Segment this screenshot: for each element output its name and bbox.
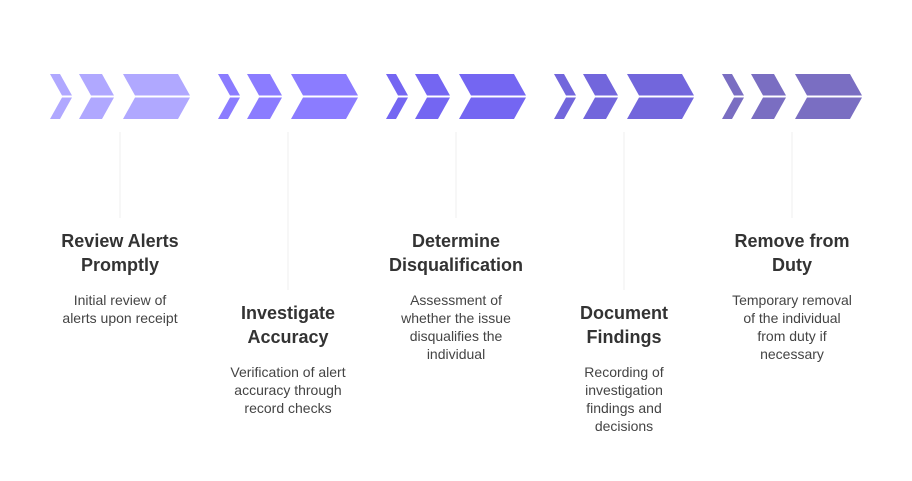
step-desc-line: findings and xyxy=(586,400,662,416)
chevron-upper-half xyxy=(751,74,786,96)
chevron-lower-half xyxy=(291,97,358,119)
chevron-upper-half xyxy=(291,74,358,96)
step-title: Determine Disqualification xyxy=(376,229,536,277)
step-document-findings: Document Findings Recording of investiga… xyxy=(544,301,704,435)
chevron-arrow-review xyxy=(50,74,190,119)
chevron-arrow-investigate xyxy=(218,74,358,119)
step-description: Recording of investigation findings and … xyxy=(544,363,704,435)
step-desc-line: Initial review of xyxy=(73,292,167,308)
step-determine-disqualification: Determine Disqualification Assessment of… xyxy=(376,229,536,363)
chevron-upper-half xyxy=(795,74,862,96)
step-title-line: Duty xyxy=(772,255,812,275)
chevron-upper-half xyxy=(459,74,526,96)
step-title: Document Findings xyxy=(544,301,704,349)
step-remove-from-duty: Remove from Duty Temporary removal of th… xyxy=(712,229,872,363)
chevron-lower-half xyxy=(722,97,744,119)
chevron-arrow-remove xyxy=(722,74,862,119)
step-desc-line: disqualifies the xyxy=(409,328,503,344)
chevron-lower-half xyxy=(554,97,576,119)
step-desc-line: alerts upon receipt xyxy=(62,310,178,326)
step-desc-line: individual xyxy=(426,346,486,362)
chevron-lower-half xyxy=(627,97,694,119)
chevron-upper-half xyxy=(218,74,240,96)
chevron-lower-half xyxy=(79,97,114,119)
chevron-upper-half xyxy=(415,74,450,96)
chevron-upper-half xyxy=(50,74,72,96)
step-title-line: Determine xyxy=(411,231,501,251)
step-title: Investigate Accuracy xyxy=(208,301,368,349)
step-title: Review Alerts Promptly xyxy=(40,229,200,277)
step-desc-line: of the individual xyxy=(743,310,841,326)
chevron-lower-half xyxy=(459,97,526,119)
step-desc-line: record checks xyxy=(244,400,332,416)
step-title-line: Review Alerts xyxy=(61,231,179,251)
step-title-line: Findings xyxy=(586,327,662,347)
step-investigate-accuracy: Investigate Accuracy Verification of ale… xyxy=(208,301,368,417)
step-desc-line: Temporary removal xyxy=(732,292,852,308)
step-description: Temporary removal of the individual from… xyxy=(712,291,872,363)
chevron-arrow-document xyxy=(554,74,694,119)
chevron-lower-half xyxy=(415,97,450,119)
step-title-line: Document xyxy=(579,303,668,323)
step-description: Verification of alert accuracy through r… xyxy=(208,363,368,417)
chevron-lower-half xyxy=(247,97,282,119)
step-desc-line: Verification of alert xyxy=(230,364,346,380)
chevron-upper-half xyxy=(123,74,190,96)
step-desc-line: Recording of xyxy=(584,364,664,380)
step-title-line: Accuracy xyxy=(247,327,329,347)
step-title-line: Investigate xyxy=(240,303,336,323)
chevron-upper-half xyxy=(627,74,694,96)
connector-lines xyxy=(119,132,793,290)
step-title-line: Disqualification xyxy=(388,255,523,275)
chevron-upper-half xyxy=(79,74,114,96)
chevron-lower-half xyxy=(218,97,240,119)
chevron-lower-half xyxy=(583,97,618,119)
chevron-upper-half xyxy=(386,74,408,96)
step-desc-line: Assessment of xyxy=(410,292,502,308)
chevron-upper-half xyxy=(554,74,576,96)
chevron-lower-half xyxy=(123,97,190,119)
step-description: Initial review of alerts upon receipt xyxy=(40,291,200,327)
step-desc-line: necessary xyxy=(760,346,824,362)
chevron-upper-half xyxy=(583,74,618,96)
chevron-lower-half xyxy=(386,97,408,119)
chevron-arrow-determine xyxy=(386,74,526,119)
step-description: Assessment of whether the issue disquali… xyxy=(376,291,536,363)
step-desc-line: whether the issue xyxy=(401,310,511,326)
step-desc-line: accuracy through xyxy=(234,382,342,398)
step-title-line: Remove from xyxy=(734,231,850,251)
chevron-upper-half xyxy=(722,74,744,96)
step-review-alerts: Review Alerts Promptly Initial review of… xyxy=(40,229,200,327)
step-title-line: Promptly xyxy=(80,255,159,275)
chevron-lower-half xyxy=(50,97,72,119)
chevron-arrows xyxy=(50,74,862,119)
step-desc-line: from duty if xyxy=(757,328,827,344)
step-desc-line: investigation xyxy=(585,382,663,398)
chevron-lower-half xyxy=(751,97,786,119)
step-desc-line: decisions xyxy=(594,418,654,434)
chevron-upper-half xyxy=(247,74,282,96)
chevron-lower-half xyxy=(795,97,862,119)
step-title: Remove from Duty xyxy=(712,229,872,277)
